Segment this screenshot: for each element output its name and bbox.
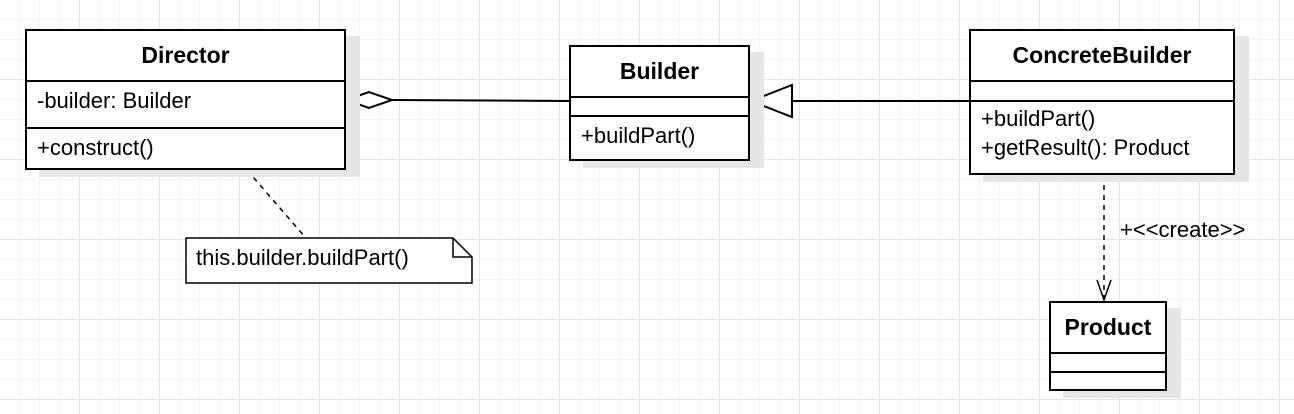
class-concrete-builder-attributes xyxy=(971,82,1233,102)
attribute: -builder: Builder xyxy=(37,88,192,113)
note-anchor-line[interactable] xyxy=(246,169,306,238)
create-stereotype-label: +<<create>> xyxy=(1120,217,1246,242)
class-director-name: Director xyxy=(27,31,344,82)
class-builder-name: Builder xyxy=(571,47,748,98)
aggregation-line[interactable] xyxy=(391,99,570,102)
class-builder[interactable]: Builder +buildPart() xyxy=(569,45,750,161)
operation: +buildPart() xyxy=(581,123,696,148)
generalization-arrowhead xyxy=(748,83,793,119)
class-builder-attributes xyxy=(571,98,748,117)
class-product[interactable]: Product xyxy=(1049,301,1167,391)
class-builder-operations: +buildPart() xyxy=(571,117,748,154)
note-text: this.builder.buildPart() xyxy=(196,245,409,270)
class-director-attributes: -builder: Builder xyxy=(27,82,344,129)
operation: +buildPart() xyxy=(981,106,1096,131)
class-product-operations xyxy=(1051,373,1165,389)
class-product-attributes xyxy=(1051,354,1165,373)
note-shape xyxy=(185,237,473,284)
operation: +construct() xyxy=(37,135,154,160)
class-director-operations: +construct() xyxy=(27,129,344,166)
class-concrete-builder-operations: +buildPart() +getResult(): Product xyxy=(971,102,1233,166)
dependency-arrowhead xyxy=(1096,279,1112,303)
class-product-name: Product xyxy=(1051,303,1165,354)
note[interactable]: this.builder.buildPart() xyxy=(185,237,473,284)
class-concrete-builder[interactable]: ConcreteBuilder +buildPart() +getResult(… xyxy=(969,29,1235,175)
class-concrete-builder-name: ConcreteBuilder xyxy=(971,31,1233,82)
class-director[interactable]: Director -builder: Builder +construct() xyxy=(25,29,346,170)
operation: +getResult(): Product xyxy=(981,135,1190,160)
aggregation-diamond xyxy=(342,90,396,110)
